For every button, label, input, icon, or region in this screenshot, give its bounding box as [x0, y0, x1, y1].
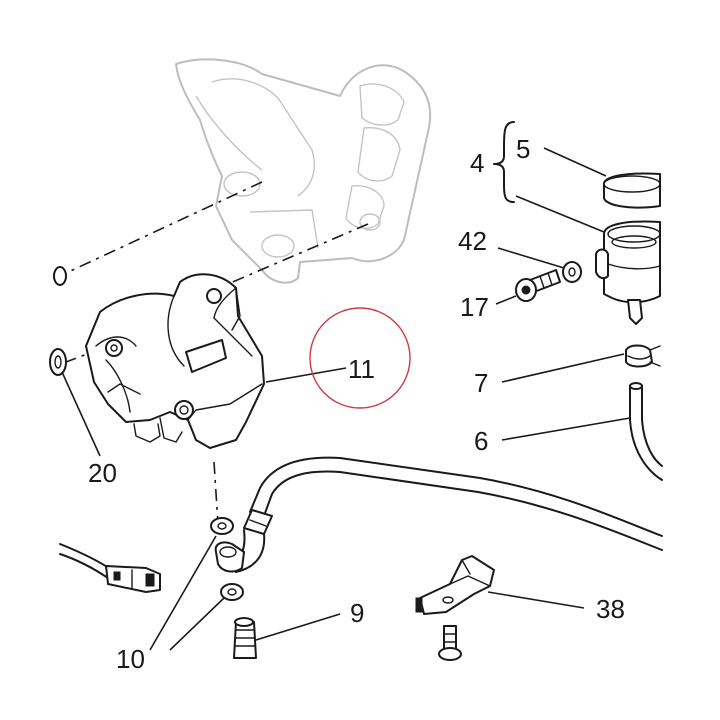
master-cylinder [85, 273, 265, 449]
callout-5: 5 [516, 134, 530, 164]
mount-washer-upper [53, 266, 67, 286]
hose-clip [625, 344, 661, 368]
callout-6: 6 [474, 426, 488, 456]
leader-17 [495, 295, 517, 305]
leader-42 [497, 247, 565, 269]
callout-labels: 4 5 42 17 11 7 6 20 9 38 10 [88, 134, 625, 674]
switch-wire [59, 543, 113, 579]
banjo-washer-bottom [220, 583, 244, 601]
reservoir-washer [562, 261, 582, 283]
banjo-washer-top [210, 517, 234, 535]
leader-38 [487, 591, 585, 609]
leader-7 [501, 353, 625, 383]
bracket-screw [438, 625, 462, 661]
callout-17: 17 [460, 292, 489, 322]
callout-7: 7 [474, 368, 488, 398]
reservoir-cap [603, 172, 661, 209]
reservoir-body [595, 220, 661, 325]
callout-20: 20 [88, 458, 117, 488]
leader-lines [61, 147, 631, 651]
callout-10: 10 [116, 644, 145, 674]
switch-connector [105, 565, 161, 593]
callout-4: 4 [470, 148, 484, 178]
leader-5 [543, 147, 607, 177]
reservoir-hose [629, 382, 663, 481]
reservoir-screw [515, 269, 561, 302]
leader-10b [169, 597, 225, 651]
leader-20 [61, 371, 101, 457]
banjo-fitting [214, 541, 245, 573]
callout-38: 38 [596, 594, 625, 624]
callout-42: 42 [458, 226, 487, 256]
brake-hose [231, 456, 663, 573]
callout-11: 11 [348, 354, 375, 384]
leader-6 [501, 417, 631, 441]
group-brace [493, 121, 515, 203]
mount-washer-lower [49, 348, 67, 376]
callout-9: 9 [350, 598, 364, 628]
highlight-circle [309, 307, 411, 409]
leader-9 [255, 613, 341, 641]
bracket-clip [415, 555, 495, 615]
leader-11 [265, 367, 347, 383]
banjo-bolt [233, 617, 257, 659]
frame-bracket [175, 58, 432, 284]
leader-10a [149, 535, 217, 651]
leader-4 [515, 195, 605, 233]
